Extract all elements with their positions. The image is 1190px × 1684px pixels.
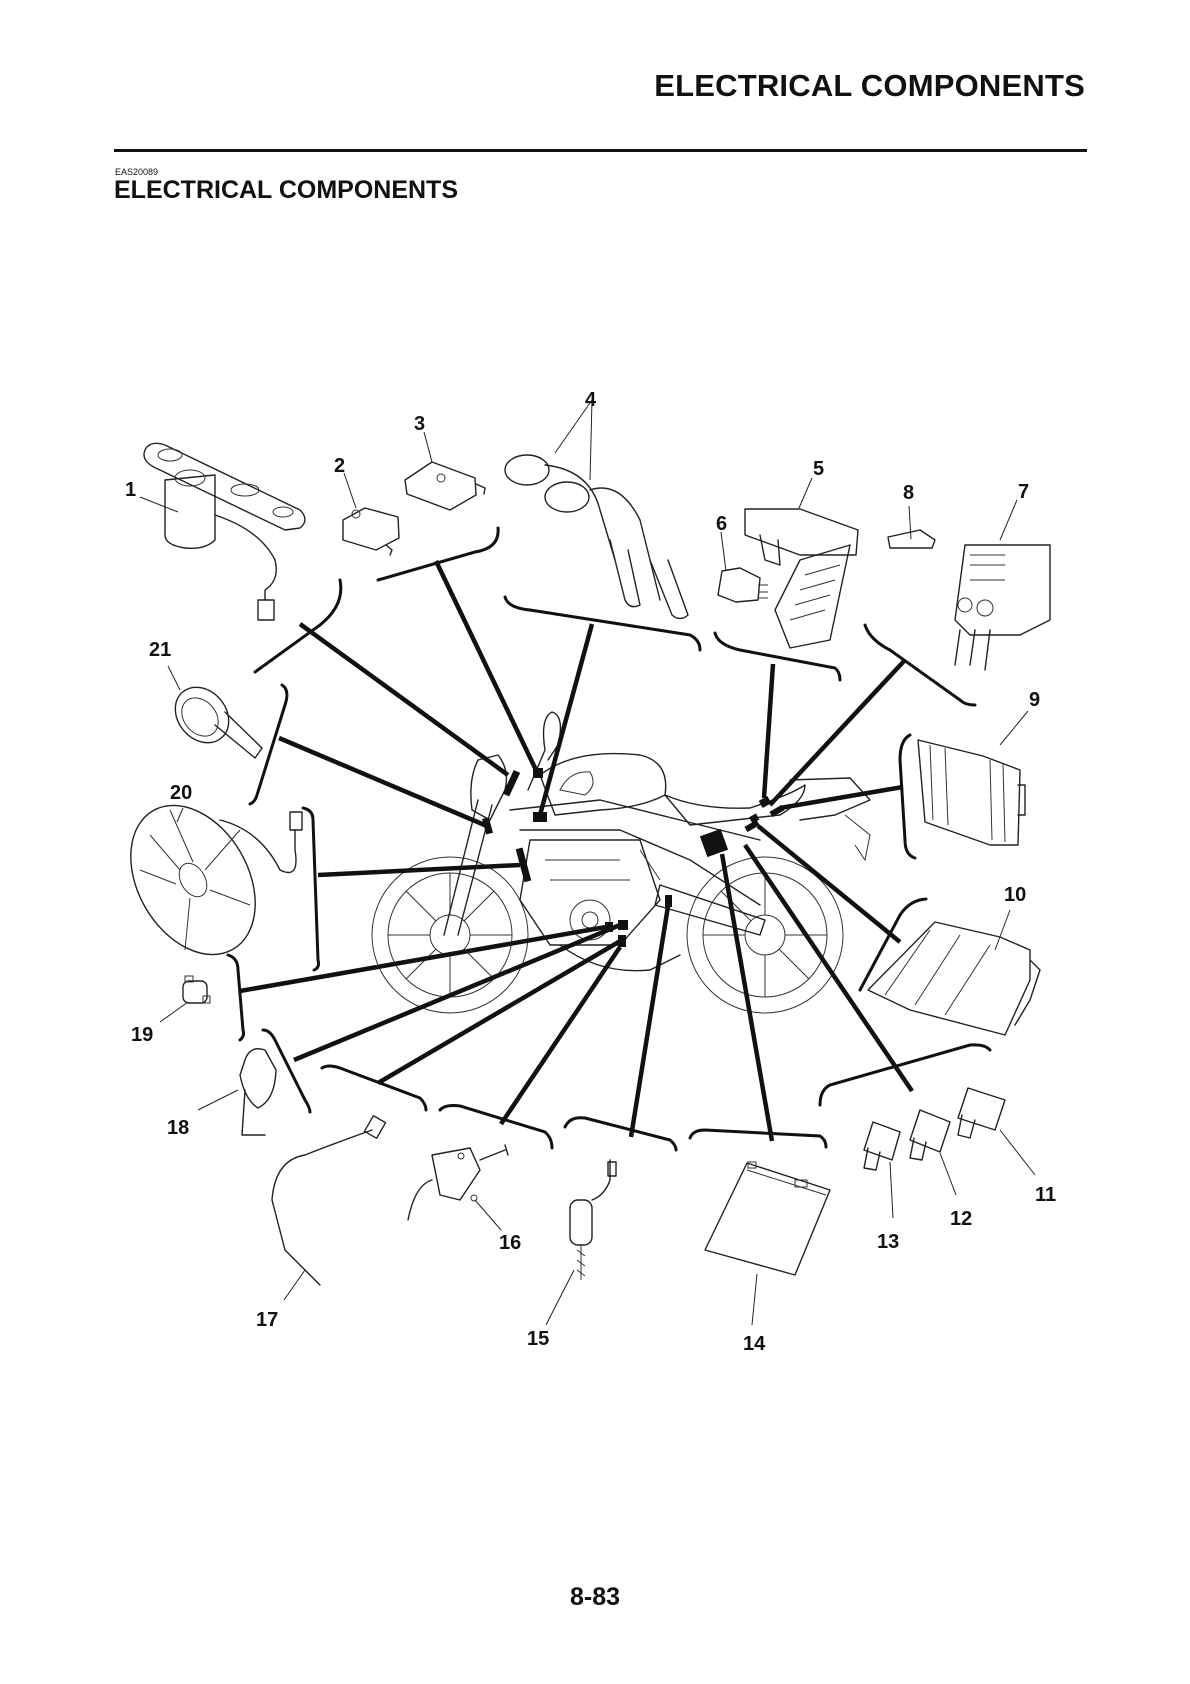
callout-13: 13 [877,1231,900,1253]
callout-18: 18 [167,1117,190,1139]
callout-12: 12 [950,1208,973,1230]
callout-21: 21 [149,639,172,661]
throttle-sensor-drawing [239,1048,277,1136]
callout-10: 10 [1004,884,1027,906]
oil-level-switch-drawing [569,1159,617,1280]
battery-drawing [704,1161,831,1276]
callout-16: 16 [499,1232,522,1254]
callout-15: 15 [527,1328,550,1350]
relays-drawing [863,1087,1006,1171]
callout-6: 6 [716,513,728,535]
motorcycle-drawing [371,711,871,1014]
callout-20: 20 [170,782,193,804]
callout-4: 4 [585,389,597,411]
front-brake-switch-drawing [342,507,400,556]
starter-relay-drawing [887,529,1051,671]
page-header-title: ELECTRICAL COMPONENTS [654,68,1085,103]
callout-9: 9 [1029,689,1041,711]
rear-brake-switch-drawing [404,461,486,511]
callout-1: 1 [125,479,137,501]
main-switch-drawing [143,442,306,621]
page-number: 8-83 [569,1583,621,1611]
o2-sensor-drawing [271,1115,387,1286]
callout-14: 14 [743,1333,766,1355]
ignition-coils-drawing [504,454,689,620]
component-location-markers [482,768,785,947]
rectifier-regulator-drawing [917,739,1026,846]
callout-3: 3 [414,413,426,435]
leader-lines [239,560,914,1142]
sensor-19-drawing [182,975,211,1004]
section-code: EAS20089 [115,167,159,177]
fuse-box-drawing [717,508,859,649]
callout-11: 11 [1035,1184,1057,1206]
section-title: ELECTRICAL COMPONENTS [114,176,458,204]
callout-5: 5 [813,458,825,480]
horn-drawing [174,686,263,759]
gear-position-sensor-drawing [407,1144,509,1221]
callout-17: 17 [256,1309,279,1331]
ecu-drawing [867,921,1041,1036]
callout-pointers [139,399,1036,1326]
radiator-fan-drawing [130,804,303,956]
callout-19: 19 [131,1024,154,1046]
callout-2: 2 [334,455,346,477]
callout-8: 8 [903,482,915,504]
group-brackets [226,526,992,1152]
callout-7: 7 [1018,481,1030,503]
header-divider [114,149,1087,152]
